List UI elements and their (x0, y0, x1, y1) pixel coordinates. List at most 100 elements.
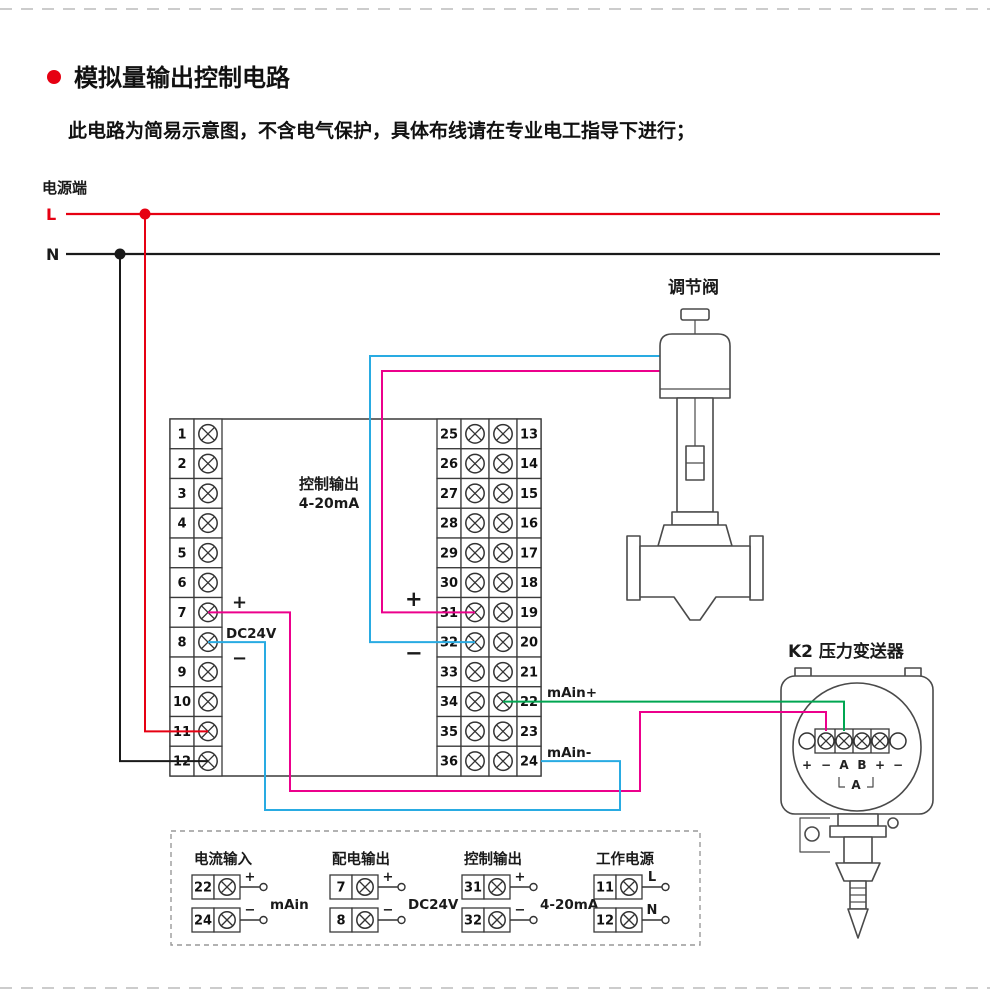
tx-terminal-label: − (821, 758, 831, 772)
ctrl-minus-sign: − (405, 641, 423, 665)
terminal-number: 12 (173, 755, 191, 770)
valve-flange-left (627, 536, 640, 600)
terminal-ring-icon (890, 733, 906, 749)
terminal-number: 9 (177, 665, 186, 680)
polarity-sign: − (515, 903, 526, 918)
transmitter-flange (830, 826, 886, 837)
wire-end-pin (260, 917, 267, 924)
polarity-sign: + (383, 870, 394, 885)
terminal-number: 16 (520, 517, 538, 532)
terminal-number: 2 (177, 457, 186, 472)
transmitter-bolt (888, 818, 898, 828)
terminal-number: 22 (194, 881, 212, 896)
ammeter-mark: A (851, 778, 861, 792)
terminal-number: 35 (440, 725, 458, 740)
wire-end-pin (662, 917, 669, 924)
wire-end-pin (260, 884, 267, 891)
page-subtitle: 此电路为简易示意图，不含电气保护，具体布线请在专业电工指导下进行； (68, 119, 695, 142)
terminal-number: 36 (440, 755, 458, 770)
terminal-number: 25 (440, 427, 458, 442)
pressure-transmitter-graphic: +−AB+− A (781, 668, 933, 938)
title-bullet-icon (47, 70, 61, 84)
terminal-number: 31 (464, 881, 482, 896)
terminal-number: 1 (177, 427, 186, 442)
terminal-number: 26 (440, 457, 458, 472)
terminal-number: 30 (440, 576, 458, 591)
terminal-number: 22 (520, 695, 538, 710)
transmitter-neck (838, 814, 878, 826)
legend-group-label: mAin (270, 897, 309, 913)
wire-end-pin (398, 884, 405, 891)
valve-body (640, 546, 750, 620)
wire-end-pin (398, 917, 405, 924)
terminal-number: 7 (336, 881, 345, 896)
terminal-number: 17 (520, 546, 538, 561)
legend-group-title: 控制输出 (464, 850, 522, 868)
terminal-number: 32 (440, 636, 458, 651)
legend-group-title: 工作电源 (596, 850, 654, 868)
dc24v-label: DC24V (226, 626, 277, 642)
valve-bonnet (672, 512, 718, 525)
terminal-number: 20 (520, 636, 538, 651)
polarity-sign: N (647, 903, 658, 918)
legend-group-title: 电流输入 (194, 850, 252, 868)
terminal-number: 29 (440, 546, 458, 561)
terminal-number: 11 (596, 881, 614, 896)
polarity-sign: + (245, 870, 256, 885)
line-n-label: N (46, 245, 59, 264)
page-title: 模拟量输出控制电路 (74, 64, 291, 92)
terminal-number: 27 (440, 487, 458, 502)
dc24v-plus-sign: + (232, 592, 247, 613)
terminal-ring-icon (799, 733, 815, 749)
terminal-number: 19 (520, 606, 538, 621)
terminal-number: 14 (520, 457, 538, 472)
terminal-number: 6 (177, 576, 186, 591)
legend-group-title: 配电输出 (332, 850, 390, 868)
valve-flange-right (750, 536, 763, 600)
polarity-sign: − (245, 903, 256, 918)
terminal-number: 34 (440, 695, 458, 710)
power-terminal-label: 电源端 (42, 179, 87, 197)
valve-label: 调节阀 (668, 277, 719, 298)
transmitter-body (844, 837, 872, 863)
terminal-number: 7 (177, 606, 186, 621)
wire-end-pin (530, 917, 537, 924)
terminal-number: 4 (177, 517, 186, 532)
terminal-number: 5 (177, 546, 186, 561)
terminal-number: 23 (520, 725, 538, 740)
main-minus-label: mAin- (547, 745, 591, 761)
terminal-number: 32 (464, 914, 482, 929)
terminal-number: 24 (520, 755, 538, 770)
terminal-number: 10 (173, 695, 191, 710)
ctrl-plus-sign: + (405, 587, 423, 611)
control-output-range: 4-20mA (299, 496, 360, 512)
transmitter-bolt (805, 827, 819, 841)
tx-terminal-label: + (802, 758, 812, 772)
dc24v-minus-sign: − (232, 648, 247, 669)
transmitter-label: K2 压力变送器 (788, 641, 905, 662)
valve-bonnet-neck (658, 525, 732, 546)
tx-terminal-label: + (875, 758, 885, 772)
wire-end-pin (662, 884, 669, 891)
terminal-number: 13 (520, 427, 538, 442)
terminal-number: 18 (520, 576, 538, 591)
terminal-number: 8 (336, 914, 345, 929)
polarity-sign: − (383, 903, 394, 918)
terminal-number: 28 (440, 517, 458, 532)
main-plus-label: mAin+ (547, 685, 597, 701)
terminal-number: 33 (440, 665, 458, 680)
legend-group-label: DC24V (408, 897, 459, 913)
tx-terminal-label: A (839, 758, 849, 772)
control-output-label: 控制输出 (299, 475, 359, 493)
tx-terminal-label: B (857, 758, 866, 772)
legend-group-label: 4-20mA (540, 897, 599, 913)
terminal-number: 21 (520, 665, 538, 680)
terminal-number: 8 (177, 636, 186, 651)
terminal-number: 15 (520, 487, 538, 502)
terminal-number: 24 (194, 914, 212, 929)
polarity-sign: + (515, 870, 526, 885)
terminal-number: 3 (177, 487, 186, 502)
legend-groups: 电流输入22+24−mAin配电输出7+8−DC24V控制输出31+32−4-2… (192, 850, 669, 932)
